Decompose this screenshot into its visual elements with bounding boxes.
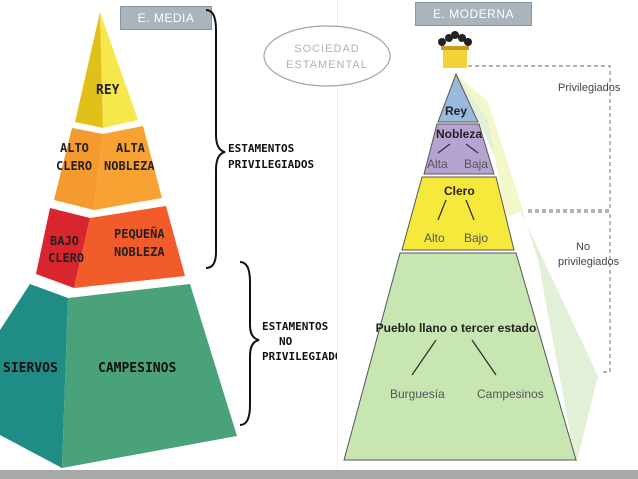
label-bajo: Bajo [464,231,488,245]
label-no-privilegiados-2: privilegiados [558,256,620,268]
label-alto: Alto [424,231,445,245]
label-rey-right: Rey [445,104,467,118]
right-title: E. MODERNA [415,2,532,26]
label-alto-clero-2: CLERO [56,159,92,173]
label-baja: Baja [464,157,488,171]
right-panel: E. MODERNA [338,0,638,470]
tier-pueblo-llano [343,252,577,461]
arrow-pueblo-campesinos [471,339,497,376]
arrow-pueblo-burguesia [411,339,437,376]
label-burguesia: Burguesía [390,387,445,401]
tier-bajo-clero [36,208,90,288]
pyramid-side [456,74,598,465]
bottom-bar [0,470,638,479]
brace-privileged [205,9,226,269]
label-alto-clero-1: ALTO [60,141,89,155]
tier-rey [100,12,138,128]
arrow-nobleza-alta [437,143,451,154]
tier-siervos [0,284,68,468]
label-estamentos-no-privilegiados-2: NO [279,335,293,348]
bracket-no-privilegiados [528,211,611,373]
label-alta: Alta [427,157,448,171]
badge-line-2: ESTAMENTAL [286,59,368,71]
tier-nobleza [423,123,495,175]
label-estamentos-no-privilegiados-1: ESTAMENTOS [262,320,328,333]
crown-icon [438,31,472,68]
arrow-nobleza-baja [465,143,479,154]
label-siervos: SIERVOS [3,361,58,376]
label-no-privilegiados-1: No [576,241,590,253]
tier-alta-nobleza [94,126,162,210]
label-clero: Clero [444,184,475,198]
medieval-pyramid: REY ALTO CLERO ALTA NOBLEZA BAJO CLERO P… [0,9,337,468]
badge-line-1: SOCIEDAD [294,43,359,55]
tier-rey-left-face [75,12,103,128]
panel-divider [337,0,338,470]
label-alta-nobleza-1: ALTA [116,141,146,155]
label-pequena-nobleza-1: PEQUEÑA [114,226,165,241]
label-campesinos-right: Campesinos [477,387,544,401]
left-panel: E. MEDIA REY ALTO CLERO ALTA NOBLEZA BAJ… [0,6,337,468]
arrow-clero-alto [437,199,447,221]
tier-pequena-nobleza [74,206,185,288]
label-bajo-clero-1: BAJO [50,234,79,248]
label-pueblo-llano: Pueblo llano o tercer estado [376,321,537,335]
label-alta-nobleza-2: NOBLEZA [104,159,155,173]
label-bajo-clero-2: CLERO [48,251,84,265]
left-title: E. MEDIA [120,6,212,30]
label-pequena-nobleza-2: NOBLEZA [114,245,165,259]
label-estamentos-privilegiados-2: PRIVILEGIADOS [228,158,314,171]
label-estamentos-no-privilegiados-3: PRIVILEGIADOS [262,350,337,363]
label-privilegiados: Privilegiados [558,82,621,94]
tier-clero [401,176,515,251]
sociedad-estamental-badge: SOCIEDAD ESTAMENTAL [263,25,391,87]
label-estamentos-privilegiados-1: ESTAMENTOS [228,142,294,155]
label-rey-left: REY [96,83,120,98]
tier-campesinos [62,284,237,468]
label-nobleza: Nobleza [436,127,482,141]
brace-nonprivileged [239,261,260,426]
modern-pyramid: Rey Nobleza Alta Baja Clero Alto Bajo Pu… [343,31,621,465]
label-campesinos-left: CAMPESINOS [98,361,176,376]
tier-alto-clero [54,128,103,210]
arrow-clero-bajo [465,199,475,221]
bracket-privilegiados [468,65,611,211]
tier-rey-right [437,72,479,123]
pyramid-side-top [456,74,523,218]
